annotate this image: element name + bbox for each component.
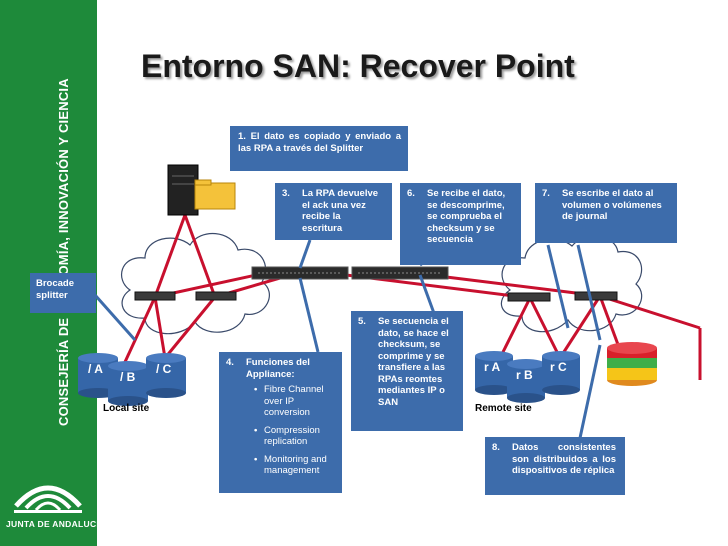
appliance-functions-list: Fibre Channel over IP conversion Compres… [254,384,335,477]
callout-step-4: 4. Funciones del Appliance: Fibre Channel… [219,352,342,493]
server-icon [167,164,236,216]
callout-step-8-num: 8. [492,442,500,453]
callout-step-4-text: Funciones del Appliance: [246,357,310,380]
callout-step-6-text: Se recibe el dato, se descomprime, se co… [427,188,506,245]
callout-step-5: 5. Se secuencia el dato, se hace el check… [351,311,463,431]
remote-disk-b-label: r B [516,368,533,382]
callout-step-1: 1. El dato es copiado y enviado a las RP… [230,126,408,171]
callout-step-1-text: 1. El dato es copiado y enviado a las RP… [238,131,401,154]
remote-disk-c-label: r C [550,360,567,374]
remote-disk-a-label: r A [484,360,501,374]
remote-disks [475,351,580,403]
callout-brocade: Brocade splitter [30,273,96,313]
callout-step-7-text: Se escribe el dato al volumen o volúmene… [562,188,662,222]
list-item: Fibre Channel over IP conversion [254,384,335,419]
rpa-appliance-left [251,266,349,280]
local-disk-b-label: / B [120,370,136,384]
journal-stack-icon [607,342,657,386]
local-site-label: Local site [103,403,150,414]
callout-step-3: 3. La RPA devuelve el ack una vez recibe … [275,183,392,240]
callout-step-8-text: Datos consistentes son distribuidos a lo… [512,442,616,476]
callout-step-7-num: 7. [542,188,550,199]
callout-step-4-num: 4. [226,357,234,368]
callout-step-3-text: La RPA devuelve el ack una vez recibe la… [302,188,379,234]
list-item: Compression replication [254,425,335,448]
callout-brocade-text: Brocade splitter [36,278,75,301]
org-label: JUNTA DE ANDALUCIA [6,519,106,529]
callout-step-8: 8. Datos consistentes son distribuidos a … [485,437,625,495]
callout-step-7: 7. Se escribe el dato al volumen o volúme… [535,183,677,243]
callout-step-6-num: 6. [407,188,415,199]
local-disk-a-label: / A [88,362,103,376]
remote-cloud [500,235,643,333]
rpa-appliance-right [351,266,449,280]
local-disks [78,353,186,406]
callout-step-3-num: 3. [282,188,290,199]
junta-logo-icon [14,485,82,513]
callout-step-5-num: 5. [358,316,366,327]
callout-step-5-text: Se secuencia el dato, se hace el checksu… [378,316,449,408]
remote-site-label: Remote site [475,403,532,414]
page-title: Entorno SAN: Recover Point [141,48,575,84]
local-disk-c-label: / C [156,362,172,376]
switches [134,291,618,302]
callout-step-6: 6. Se recibe el dato, se descomprime, se … [400,183,521,265]
list-item: Monitoring and management [254,454,335,477]
